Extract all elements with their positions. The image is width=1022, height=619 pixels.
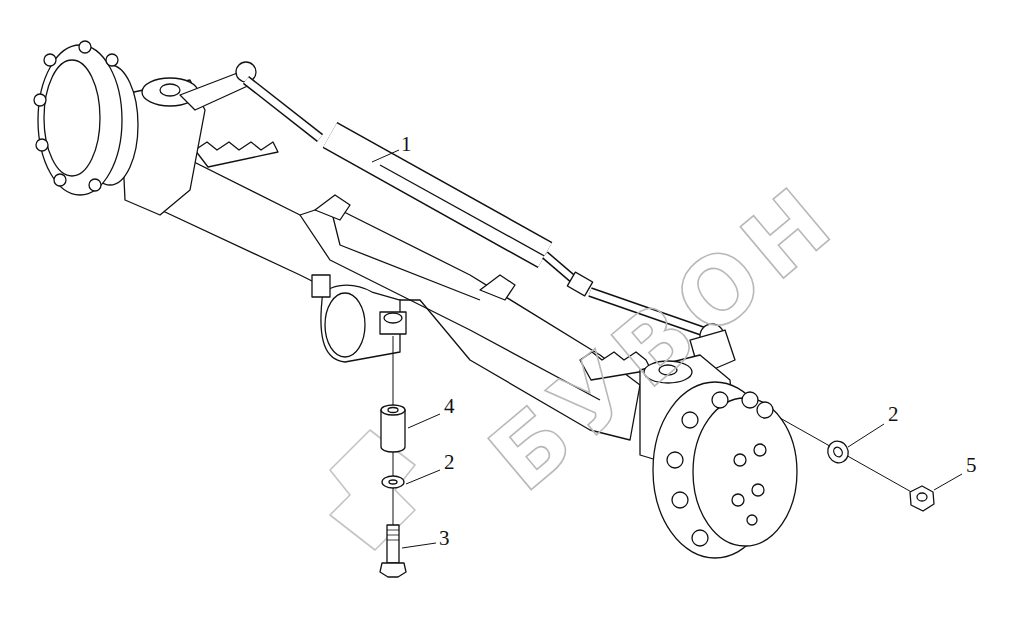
callout-number: 3 (439, 528, 450, 549)
callout-number: 2 (444, 452, 455, 473)
callout-number: 4 (444, 396, 455, 417)
callout-number: 2 (888, 404, 899, 425)
callout-number: 5 (966, 455, 977, 476)
callout-number: 1 (401, 134, 412, 155)
